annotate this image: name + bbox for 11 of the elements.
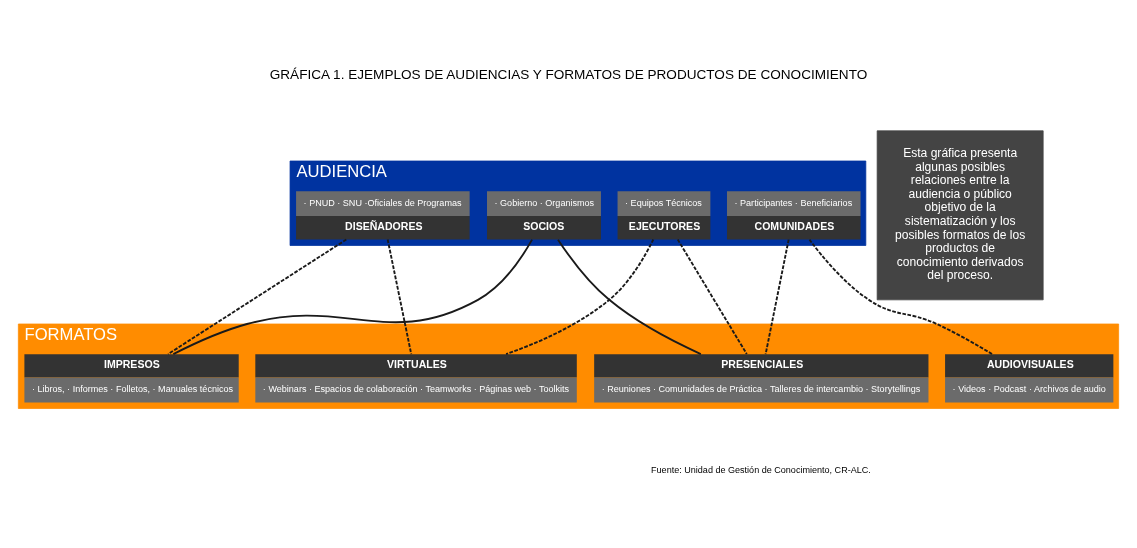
connector [808,238,993,355]
connector [557,238,702,355]
connector [676,238,748,355]
connector [764,238,790,355]
connector [172,238,533,355]
diagram-title: GRÁFICA 1. EJEMPLOS DE AUDIENCIAS Y FORMATOS DE PRODUCTOS DE CONOCIMIENTO [269,66,868,82]
connector [505,238,655,355]
connector [386,238,413,355]
connector [167,238,348,355]
node-box: Esta gráfica presenta algunas posibles relaciones entre la audiencia o público objetivo de la sistematización y los posibles formatos de los productos de conocimiento derivados del proceso. [876,129,1044,300]
caption: Fuente: Unidad de Gestión de Conocimiento, CR-ALC. [651,464,871,475]
